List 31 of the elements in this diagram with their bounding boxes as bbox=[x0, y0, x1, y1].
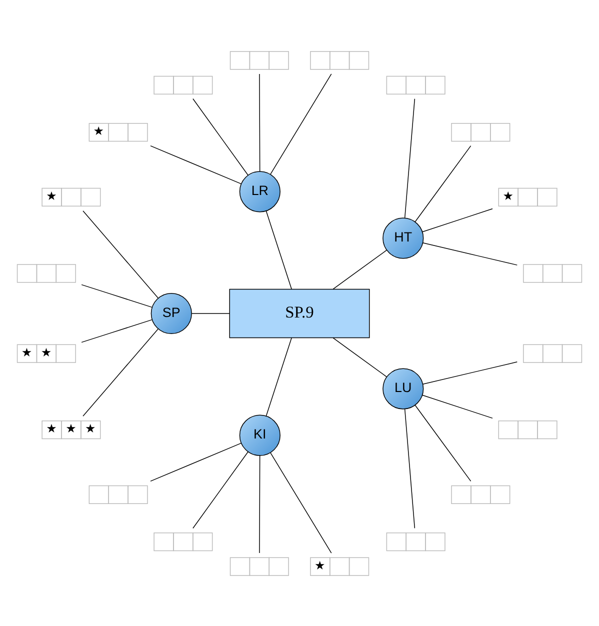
connector bbox=[404, 98, 416, 218]
connector bbox=[192, 98, 248, 176]
connector bbox=[414, 404, 472, 482]
connector bbox=[266, 336, 292, 416]
connector bbox=[81, 284, 153, 308]
connector bbox=[414, 144, 472, 222]
node-circle: KI bbox=[239, 414, 280, 456]
connector bbox=[192, 450, 248, 528]
connector bbox=[270, 452, 332, 553]
connector bbox=[270, 73, 332, 174]
connector bbox=[266, 210, 292, 290]
connector bbox=[82, 328, 158, 416]
connector bbox=[422, 361, 518, 384]
connector bbox=[150, 144, 242, 184]
connector bbox=[82, 210, 158, 298]
connector bbox=[422, 242, 518, 265]
connector bbox=[81, 318, 153, 342]
connector bbox=[422, 208, 493, 232]
connector bbox=[191, 312, 230, 314]
connector bbox=[404, 408, 416, 528]
connector bbox=[150, 442, 242, 482]
node-circle: HT bbox=[382, 217, 424, 258]
connector bbox=[259, 73, 260, 172]
connector bbox=[332, 249, 388, 289]
connector bbox=[422, 394, 493, 418]
node-box: SP.9 bbox=[229, 288, 370, 338]
node-circle: LU bbox=[382, 368, 424, 409]
node-circle: SP bbox=[150, 292, 192, 334]
node-circle: LR bbox=[239, 170, 280, 212]
connector bbox=[259, 454, 260, 553]
connector bbox=[332, 337, 388, 377]
